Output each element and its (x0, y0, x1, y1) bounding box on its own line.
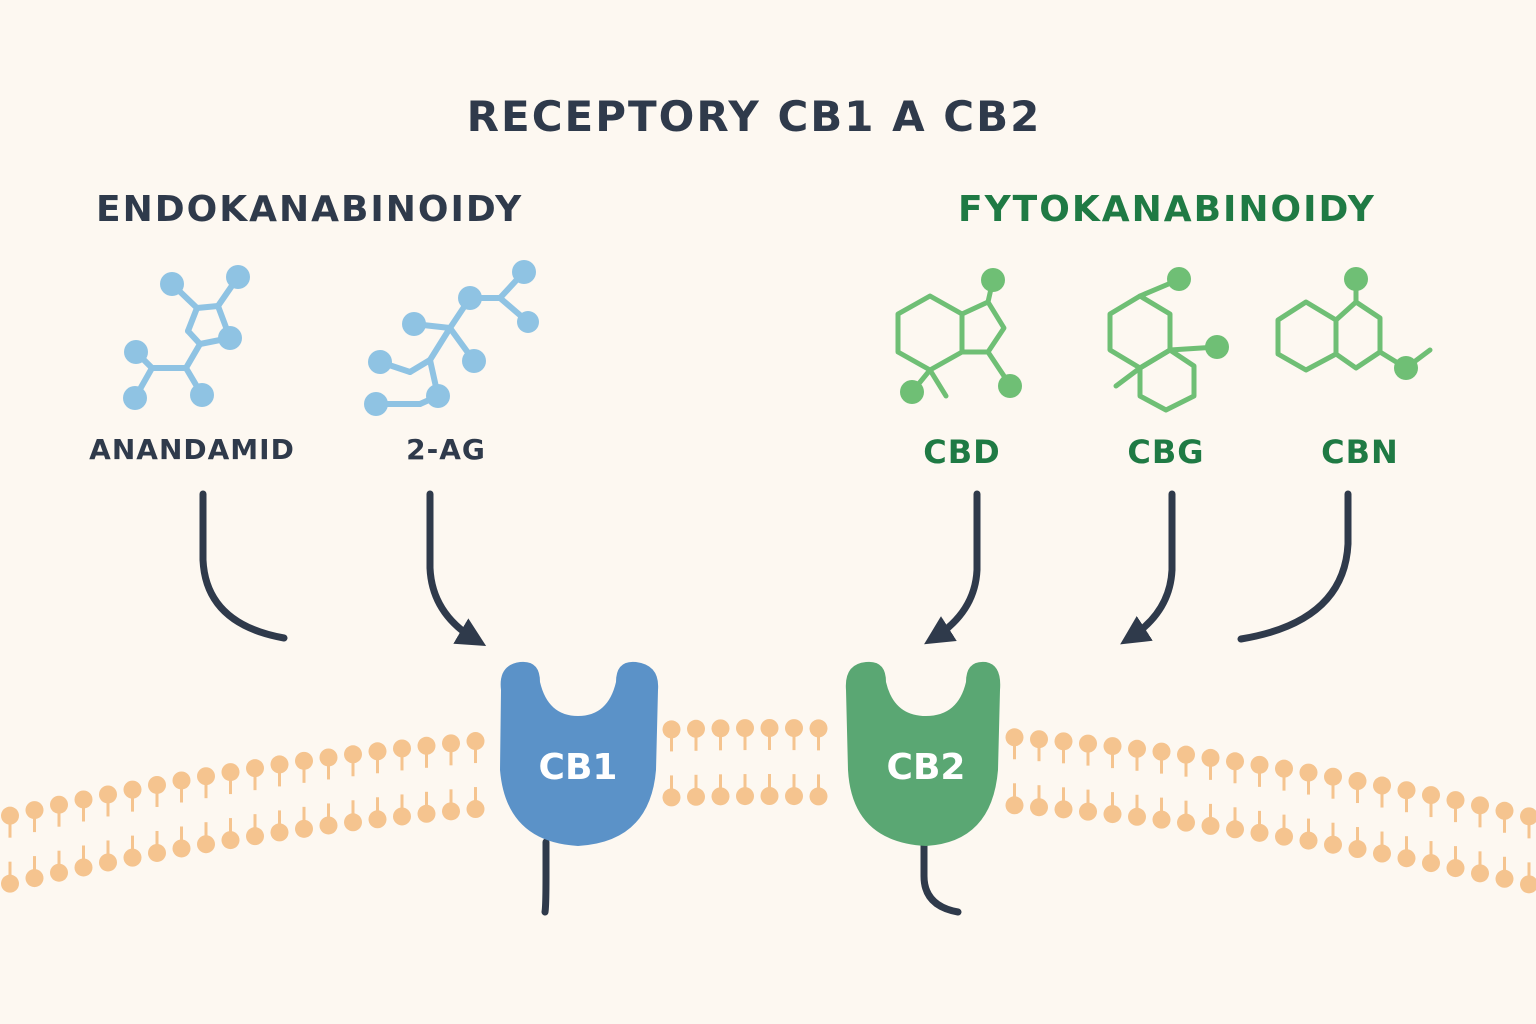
anandamid-label: ANANDAMID (89, 433, 295, 466)
cb1-receptor (500, 661, 659, 916)
anandamid-arrow (199, 490, 288, 642)
cell-membrane (1, 719, 1536, 894)
cbn-label: CBN (1321, 433, 1399, 471)
cbn-molecule-icon (1275, 267, 1433, 380)
two-ag-label: 2-AG (406, 433, 486, 466)
cb1-label: CB1 (538, 747, 618, 788)
cbd-arrow (924, 490, 981, 645)
cbg-arrow (1120, 490, 1176, 645)
two-ag-molecule-icon (364, 260, 539, 416)
cbd-label: CBD (923, 433, 1001, 471)
cbg-molecule-icon (1107, 267, 1229, 413)
cbg-label: CBG (1127, 433, 1205, 471)
two-ag-arrow (426, 490, 487, 646)
cb2-receptor (845, 661, 1001, 916)
diagram-title: RECEPTORY CB1 A CB2 (466, 92, 1042, 141)
cb2-label: CB2 (886, 747, 966, 788)
anandamid-molecule-icon (123, 265, 250, 410)
cbd-molecule-icon (895, 268, 1022, 404)
endocannabinoids-heading: ENDOKANABINOIDY (96, 189, 524, 230)
cbn-arrow (1237, 490, 1352, 643)
phytocannabinoids-heading: FYTOKANABINOIDY (958, 189, 1376, 230)
